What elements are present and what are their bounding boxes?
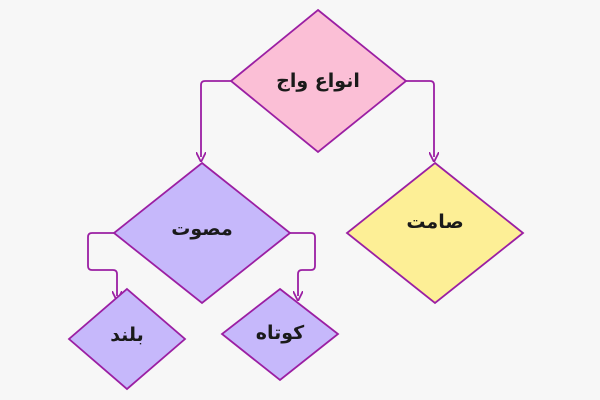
voiced-label: مصوت [171,218,233,240]
connectors [87,80,434,296]
short-label: کوتاه [256,322,305,344]
node-consonant: صامت [345,161,525,305]
node-short: کوتاه [220,287,340,382]
voiced-diamond [112,161,292,305]
root-label: انواع واج [276,70,360,92]
edge-root-voiced [201,80,231,157]
short-diamond [220,287,340,382]
long-label: بلند [110,324,144,346]
edge-voiced-long [87,232,117,296]
long-diamond [67,287,187,391]
node-root: انواع واج [229,8,408,154]
edge-root-consonant [406,80,434,157]
consonant-diamond [345,161,525,305]
node-voiced: مصوت [112,161,292,305]
consonant-label: صامت [406,211,463,233]
root-diamond [229,8,408,154]
edge-voiced-short [290,232,316,296]
node-long: بلند [67,287,187,391]
